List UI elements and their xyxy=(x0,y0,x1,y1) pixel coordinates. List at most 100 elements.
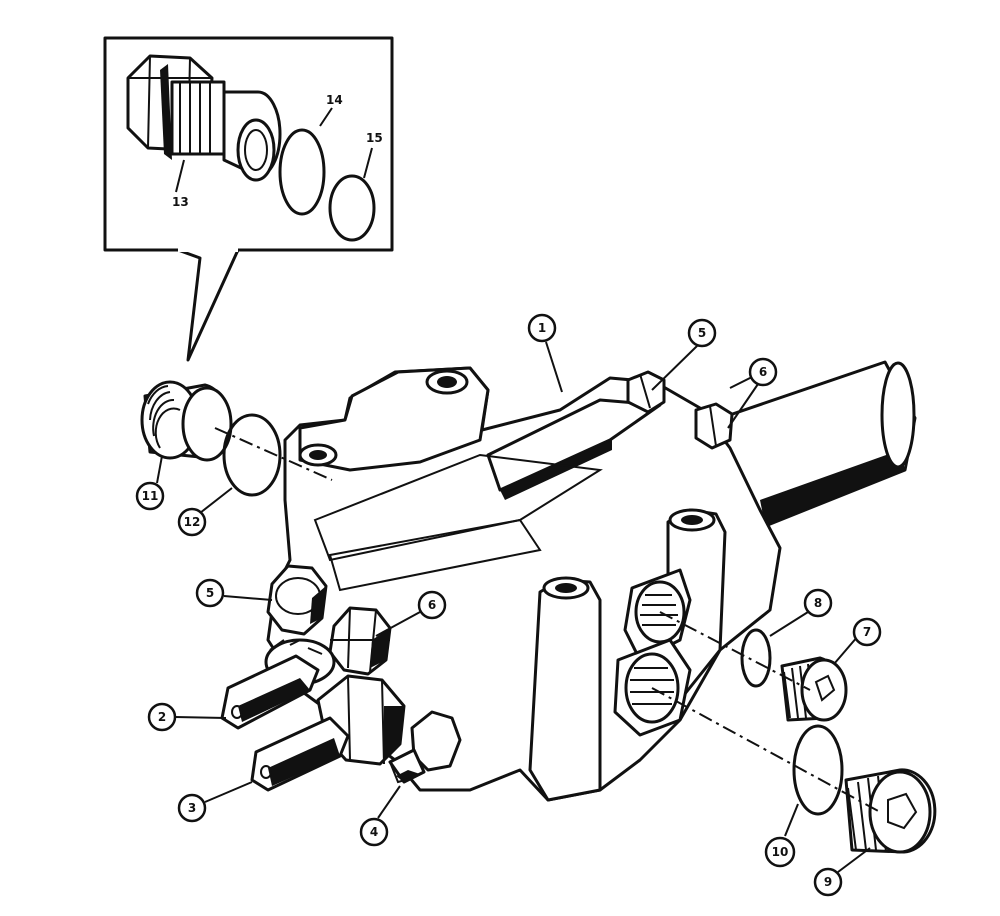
spool-2-collar-ribs xyxy=(269,639,323,655)
leader-11 xyxy=(156,455,163,484)
spool-2-clevis-hole xyxy=(231,705,243,719)
callout-6-front: 6 xyxy=(417,590,447,620)
fitting-4-cap xyxy=(389,761,413,784)
spool-rod-shadow xyxy=(760,450,905,525)
callout-11: 11 xyxy=(135,481,165,511)
leader-5-front xyxy=(223,595,273,601)
leader-3 xyxy=(204,781,253,803)
plug-7 xyxy=(780,656,848,722)
svg-text:8: 8 xyxy=(814,596,822,610)
o-ring-12 xyxy=(222,413,282,497)
leader-14 xyxy=(319,107,333,127)
callout-5-top: 5 xyxy=(687,318,717,348)
callout-6-top: 6 xyxy=(748,357,778,387)
callout-9: 9 xyxy=(813,867,843,897)
svg-text:2: 2 xyxy=(158,710,166,724)
fitting-4-shadow xyxy=(396,770,420,782)
axis-line-9 xyxy=(651,687,881,813)
svg-text:7: 7 xyxy=(863,625,871,639)
leader-4 xyxy=(377,785,401,819)
axis-line-7 xyxy=(659,611,811,691)
inset-detail: 13 14 15 xyxy=(103,36,394,362)
svg-text:4: 4 xyxy=(370,825,378,839)
plug-9 xyxy=(844,768,937,854)
axis-line-11 xyxy=(214,427,333,481)
spool-3-nut-shadow xyxy=(384,706,404,760)
port-upper-threads xyxy=(640,594,678,626)
bolt-hole-left-inner xyxy=(309,450,327,460)
label-15: 15 xyxy=(366,131,383,145)
spool-3-clevis-hole xyxy=(260,765,272,779)
port-lower-threads xyxy=(630,667,674,705)
callout-10: 10 xyxy=(764,836,796,868)
o-ring-15 xyxy=(328,174,376,242)
plug-7-threads xyxy=(783,663,815,719)
callout-12: 12 xyxy=(177,507,207,537)
plug-11 xyxy=(140,380,233,462)
top-channel xyxy=(486,398,662,492)
svg-text:5: 5 xyxy=(206,586,214,600)
spool-3-shaft-shadow xyxy=(268,738,340,786)
boss-front xyxy=(528,578,602,802)
leader-13 xyxy=(175,159,185,193)
leader-15 xyxy=(363,147,373,179)
boss-back-hole xyxy=(681,515,703,525)
leader-2 xyxy=(174,716,227,719)
fitting-mouth-inner xyxy=(244,129,268,171)
svg-text:9: 9 xyxy=(824,875,832,889)
leader-1 xyxy=(545,341,563,393)
svg-text:5: 5 xyxy=(698,326,706,340)
bolt-hole-top-inner xyxy=(437,376,457,388)
svg-text:1: 1 xyxy=(538,321,546,335)
top-channel-shadow xyxy=(500,440,612,500)
leader-5-top xyxy=(651,345,698,391)
callout-3: 3 xyxy=(177,793,207,823)
inset-pointer xyxy=(176,248,240,362)
callout-8: 8 xyxy=(803,588,833,618)
valve-assembly xyxy=(220,360,917,802)
leader-8 xyxy=(769,611,809,637)
svg-text:6: 6 xyxy=(759,365,767,379)
nut-back-6-edge xyxy=(709,405,717,447)
fitting-mouth xyxy=(236,118,276,182)
spool-2-shaft-shadow xyxy=(238,678,310,722)
leader-7 xyxy=(833,635,859,665)
nut-5-shadow xyxy=(310,586,326,624)
plug-7-hex-socket xyxy=(814,674,836,702)
nut-front-6 xyxy=(328,606,392,676)
leader-10 xyxy=(784,803,799,837)
callout-5-front: 5 xyxy=(195,578,225,608)
plug-9-threads xyxy=(847,775,887,853)
plug-11-threads xyxy=(147,385,181,449)
fitting-13 xyxy=(126,54,282,193)
o-ring-10 xyxy=(792,724,844,816)
body-ridge-lower xyxy=(328,518,542,592)
callout-1: 1 xyxy=(527,313,557,343)
svg-text:3: 3 xyxy=(188,801,196,815)
fitting-4 xyxy=(388,710,462,784)
o-ring-14 xyxy=(278,128,326,216)
spool-end-3 xyxy=(250,674,406,792)
callout-2: 2 xyxy=(147,702,177,732)
nut-front-5 xyxy=(266,564,328,636)
nut-back-5-edge xyxy=(639,373,651,409)
svg-text:12: 12 xyxy=(184,515,201,529)
callout-7: 7 xyxy=(852,617,882,647)
fitting-hex-shadow xyxy=(160,64,172,160)
spool-rod-end xyxy=(880,361,916,469)
leader-6-front xyxy=(375,611,421,637)
plug-11-end xyxy=(181,386,233,462)
leader-12 xyxy=(199,487,233,514)
boss-front-hole xyxy=(555,583,577,593)
spool-3-nut-edges xyxy=(347,675,385,765)
plug-9-face xyxy=(868,770,932,854)
leader-9 xyxy=(837,847,871,873)
spool-rod xyxy=(713,360,917,530)
svg-text:11: 11 xyxy=(142,489,159,503)
nut-6-shadow xyxy=(370,628,390,668)
svg-text:6: 6 xyxy=(428,598,436,612)
o-ring-8 xyxy=(740,628,772,688)
fitting-thread-lines xyxy=(179,82,211,154)
